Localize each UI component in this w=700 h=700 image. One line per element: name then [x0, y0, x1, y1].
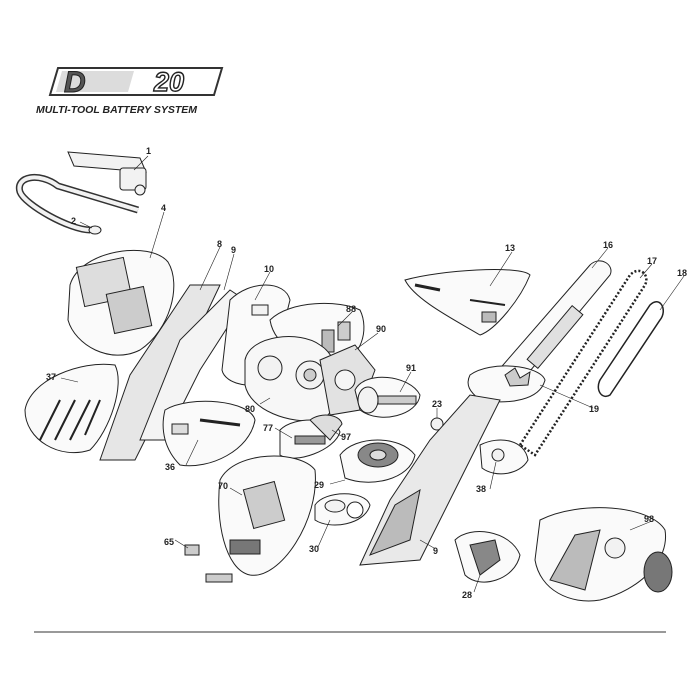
part-bolt-set [24, 363, 119, 454]
part-sprocket-cover [467, 365, 546, 403]
part-chain-loop [597, 300, 664, 397]
leader-lines [60, 155, 685, 593]
callout-91: 91 [406, 363, 416, 373]
callout-97: 97 [341, 432, 351, 442]
callout-30: 30 [309, 544, 319, 554]
part-seal-set [314, 493, 371, 526]
callout-29: 29 [314, 480, 324, 490]
part-hardware-kit [404, 269, 531, 336]
callout-1: 1 [146, 146, 151, 156]
part-handle-bar [67, 151, 147, 196]
part-head-unit [534, 507, 673, 602]
callout-10: 10 [264, 264, 274, 274]
callout-98: 98 [644, 514, 654, 524]
brand-logo: D 20 MULTI-TOOL BATTERY SYSTEM [36, 66, 224, 116]
callout-16: 16 [603, 240, 613, 250]
callout-2: 2 [71, 216, 76, 226]
logo-number: 20 [153, 67, 184, 97]
callout-23: 23 [432, 399, 442, 409]
part-motor [339, 439, 416, 483]
callout-88: 88 [346, 304, 356, 314]
callout-28: 28 [462, 590, 472, 600]
callout-17: 17 [647, 256, 657, 266]
part-housing-right [359, 394, 501, 566]
callout-70: 70 [218, 481, 228, 491]
callout-80: 80 [245, 404, 255, 414]
callout-37: 37 [46, 372, 56, 382]
callout-13: 13 [505, 243, 515, 253]
callout-65: 65 [164, 537, 174, 547]
part-28 [454, 531, 521, 583]
callout-4: 4 [161, 203, 166, 213]
callout-9-bottom: 9 [433, 546, 438, 556]
callout-18: 18 [677, 268, 687, 278]
part-guide-bar [489, 260, 612, 396]
logo-tagline: MULTI-TOOL BATTERY SYSTEM [36, 104, 197, 116]
callout-labels: 1 2 4 8 9 10 88 90 13 16 17 18 19 91 23 … [46, 146, 687, 600]
part-shaft [354, 376, 421, 418]
part-trigger [162, 400, 256, 467]
part-gearbox [244, 336, 340, 422]
callout-9-top: 9 [231, 245, 236, 255]
logo-mark: D [64, 66, 86, 99]
callout-38: 38 [476, 484, 486, 494]
part-65 [184, 544, 233, 583]
callout-36: 36 [165, 462, 175, 472]
part-motor-pack [218, 455, 316, 576]
part-battery-plate [67, 249, 175, 356]
callout-90: 90 [376, 324, 386, 334]
callout-8: 8 [217, 239, 222, 249]
part-38 [479, 439, 529, 475]
callout-77: 77 [263, 423, 273, 433]
part-97 [309, 414, 343, 441]
callout-19: 19 [589, 404, 599, 414]
